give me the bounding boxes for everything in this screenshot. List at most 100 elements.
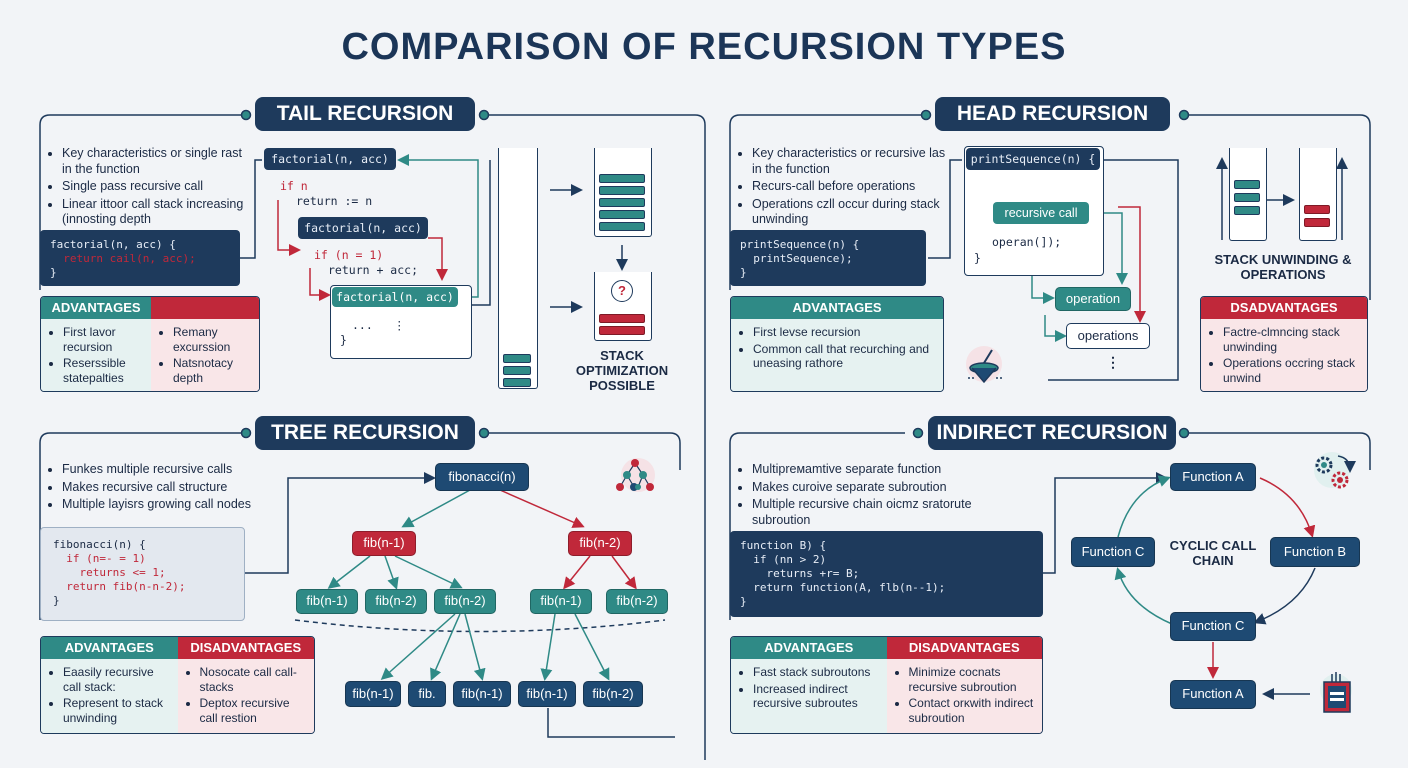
disadvantages-header: DSADVANTAGES: [1201, 297, 1367, 319]
stack-frame: [599, 326, 645, 335]
stack-frame: [1234, 193, 1260, 202]
advantages-header: ADVANTAGES: [41, 297, 151, 319]
function-a-node: Function A: [1170, 680, 1256, 709]
tree-node: fib.: [408, 681, 446, 707]
advantage-item: Common call that recurching and uneasing…: [753, 342, 937, 371]
tree-node: fib(n-1): [530, 589, 592, 614]
tail-call-frame-1: factorial(n, acc): [264, 148, 396, 170]
function-c-node: Function C: [1071, 537, 1155, 567]
bullet-item: Funkes multiple recursive calls: [62, 462, 288, 478]
advantages-header-accent: [151, 297, 259, 319]
code-line: }: [53, 594, 60, 607]
advantages-header: ADVANTAGES: [41, 637, 178, 659]
advantage-item: Increased indirect recursive subroutes: [753, 682, 881, 711]
disadvantage-item: Deptox recursive call restion: [200, 696, 309, 725]
tree-node: fib(n-1): [345, 681, 401, 707]
page-title: COMPARISON OF RECURSION TYPES: [341, 26, 1067, 68]
code-line: if (n=- = 1): [53, 552, 146, 565]
bullet-item: Makes curoive separate subroution: [752, 480, 1008, 496]
stack-frame: [1234, 206, 1260, 215]
code-line: function B) {: [740, 539, 827, 552]
stack-frame: [1304, 218, 1330, 227]
head-stack-after: [1299, 148, 1337, 241]
tree-node: fib(n-1): [352, 531, 416, 556]
head-advantages-panel: ADVANTAGES First levse recursion Common …: [730, 296, 944, 392]
code-line: if n: [280, 179, 308, 193]
indirect-section-title: INDIRECT RECURSION: [928, 416, 1176, 450]
operations-node: operations: [1066, 323, 1150, 349]
stack-optimization-caption: STACK OPTIMIZATION POSSIBLE: [575, 348, 669, 393]
ellipsis: ⋮: [1106, 354, 1120, 370]
advantage-item: Remany excurssion: [173, 325, 253, 354]
tree-node: fib(n-2): [365, 589, 427, 614]
code-line: }: [340, 333, 347, 347]
disadvantages-header: DISADVANTAGES: [886, 637, 1042, 659]
tail-call-frame-2: factorial(n, acc): [298, 217, 428, 239]
tree-bullets: Funkes multiple recursive calls Makes re…: [48, 462, 288, 515]
stack-frame: [599, 174, 645, 183]
advantage-item: First levse recursion: [753, 325, 937, 340]
bullet-item: Single pass recursive call: [62, 179, 248, 195]
code-line: printSequence(n) {: [740, 238, 860, 251]
code-line: if (n = 1): [314, 248, 384, 262]
advantage-item: Represent to stack unwinding: [63, 696, 172, 725]
stack-book-icon: [1320, 672, 1352, 713]
cyclic-call-chain-label: CYCLIC CALL CHAIN: [1169, 538, 1257, 568]
bullet-item: Multipreᴍamtive separate function: [752, 462, 1008, 478]
spinning-top-icon: [966, 346, 1002, 384]
tail-call-frame-3-head: factorial(n, acc): [332, 287, 458, 307]
advantage-item: First lavor recursion: [63, 325, 145, 354]
bullet-item: Key characteristics or single rast in th…: [62, 146, 248, 177]
stack-frame: [599, 186, 645, 195]
stack-frame: [599, 314, 645, 323]
advantage-item: Eaasily recursive call stack:: [63, 665, 172, 694]
code-line: printSequence);: [740, 252, 853, 265]
function-b-node: Function B: [1270, 537, 1360, 567]
tree-section-title: TREE RECURSION: [255, 416, 475, 450]
tail-code-block: factorial(n, acc) { return cail(n, acc);…: [40, 230, 240, 286]
disadvantages-header: DISADVANTAGES: [177, 637, 314, 659]
code-line: return + acc;: [328, 263, 419, 277]
indirect-code-block: function B) { if (nn > 2) returns +r= B;…: [730, 531, 1043, 617]
tree-network-icon: [616, 458, 655, 492]
code-line: returns +r= B;: [740, 567, 860, 580]
stack-frame: [503, 378, 531, 387]
tree-node: fib(n-1): [453, 681, 511, 707]
code-line: return := n: [296, 194, 373, 208]
tree-node: fib(n-2): [583, 681, 643, 707]
stack-frame: [1234, 180, 1260, 189]
stack-frame: [1304, 205, 1330, 214]
head-bullets: Key characteristics or recursive las in …: [738, 146, 948, 230]
head-disadvantages-panel: DSADVANTAGES Factre-clmncing stack unwin…: [1200, 296, 1368, 392]
bullet-item: Multiple layisrs growing call nodes: [62, 497, 288, 513]
tail-call-frame-3-body: ... ⋮ }: [340, 318, 406, 348]
bullet-item: Linear ittoor call stack increasing (inn…: [62, 197, 248, 228]
code-line: operan(]);: [992, 235, 1062, 249]
bullet-item: Recurs-call before operations: [752, 179, 948, 195]
function-a-node: Function A: [1170, 463, 1256, 491]
code-line: }: [740, 595, 747, 608]
tail-bullets: Key characteristics or single rast in th…: [48, 146, 248, 230]
tree-node: fib(n-2): [434, 589, 496, 614]
code-line: ... ⋮: [352, 318, 406, 332]
optimization-icon: ?: [611, 280, 633, 302]
code-line: return function(A, flb(n--1);: [740, 581, 946, 594]
recursive-call-node: recursive call: [993, 202, 1089, 224]
disadvantage-item: Factre-clmncing stack unwinding: [1223, 325, 1361, 354]
advantage-item: Fast stack subroutons: [753, 665, 881, 680]
stack-frame: [503, 366, 531, 375]
code-line: return fib(n-n-2);: [53, 580, 186, 593]
tree-code-block: fibonacci(n) { if (n=- = 1) returns <= 1…: [40, 527, 245, 621]
tree-node: fib(n-1): [518, 681, 576, 707]
tree-node: fib(n-1): [296, 589, 358, 614]
advantages-header: ADVANTAGES: [731, 637, 887, 659]
head-code-block: printSequence(n) { printSequence); }: [730, 230, 926, 286]
stack-unwinding-caption: STACK UNWINDING & OPERATIONS: [1214, 252, 1352, 282]
stack-frame: [599, 222, 645, 231]
advantage-item: Reserssible statepalties: [63, 356, 145, 385]
tail-call-stack-tube: [498, 148, 538, 389]
bullet-item: Makes recursive call structure: [62, 480, 288, 496]
gears-icon: [1314, 452, 1356, 489]
